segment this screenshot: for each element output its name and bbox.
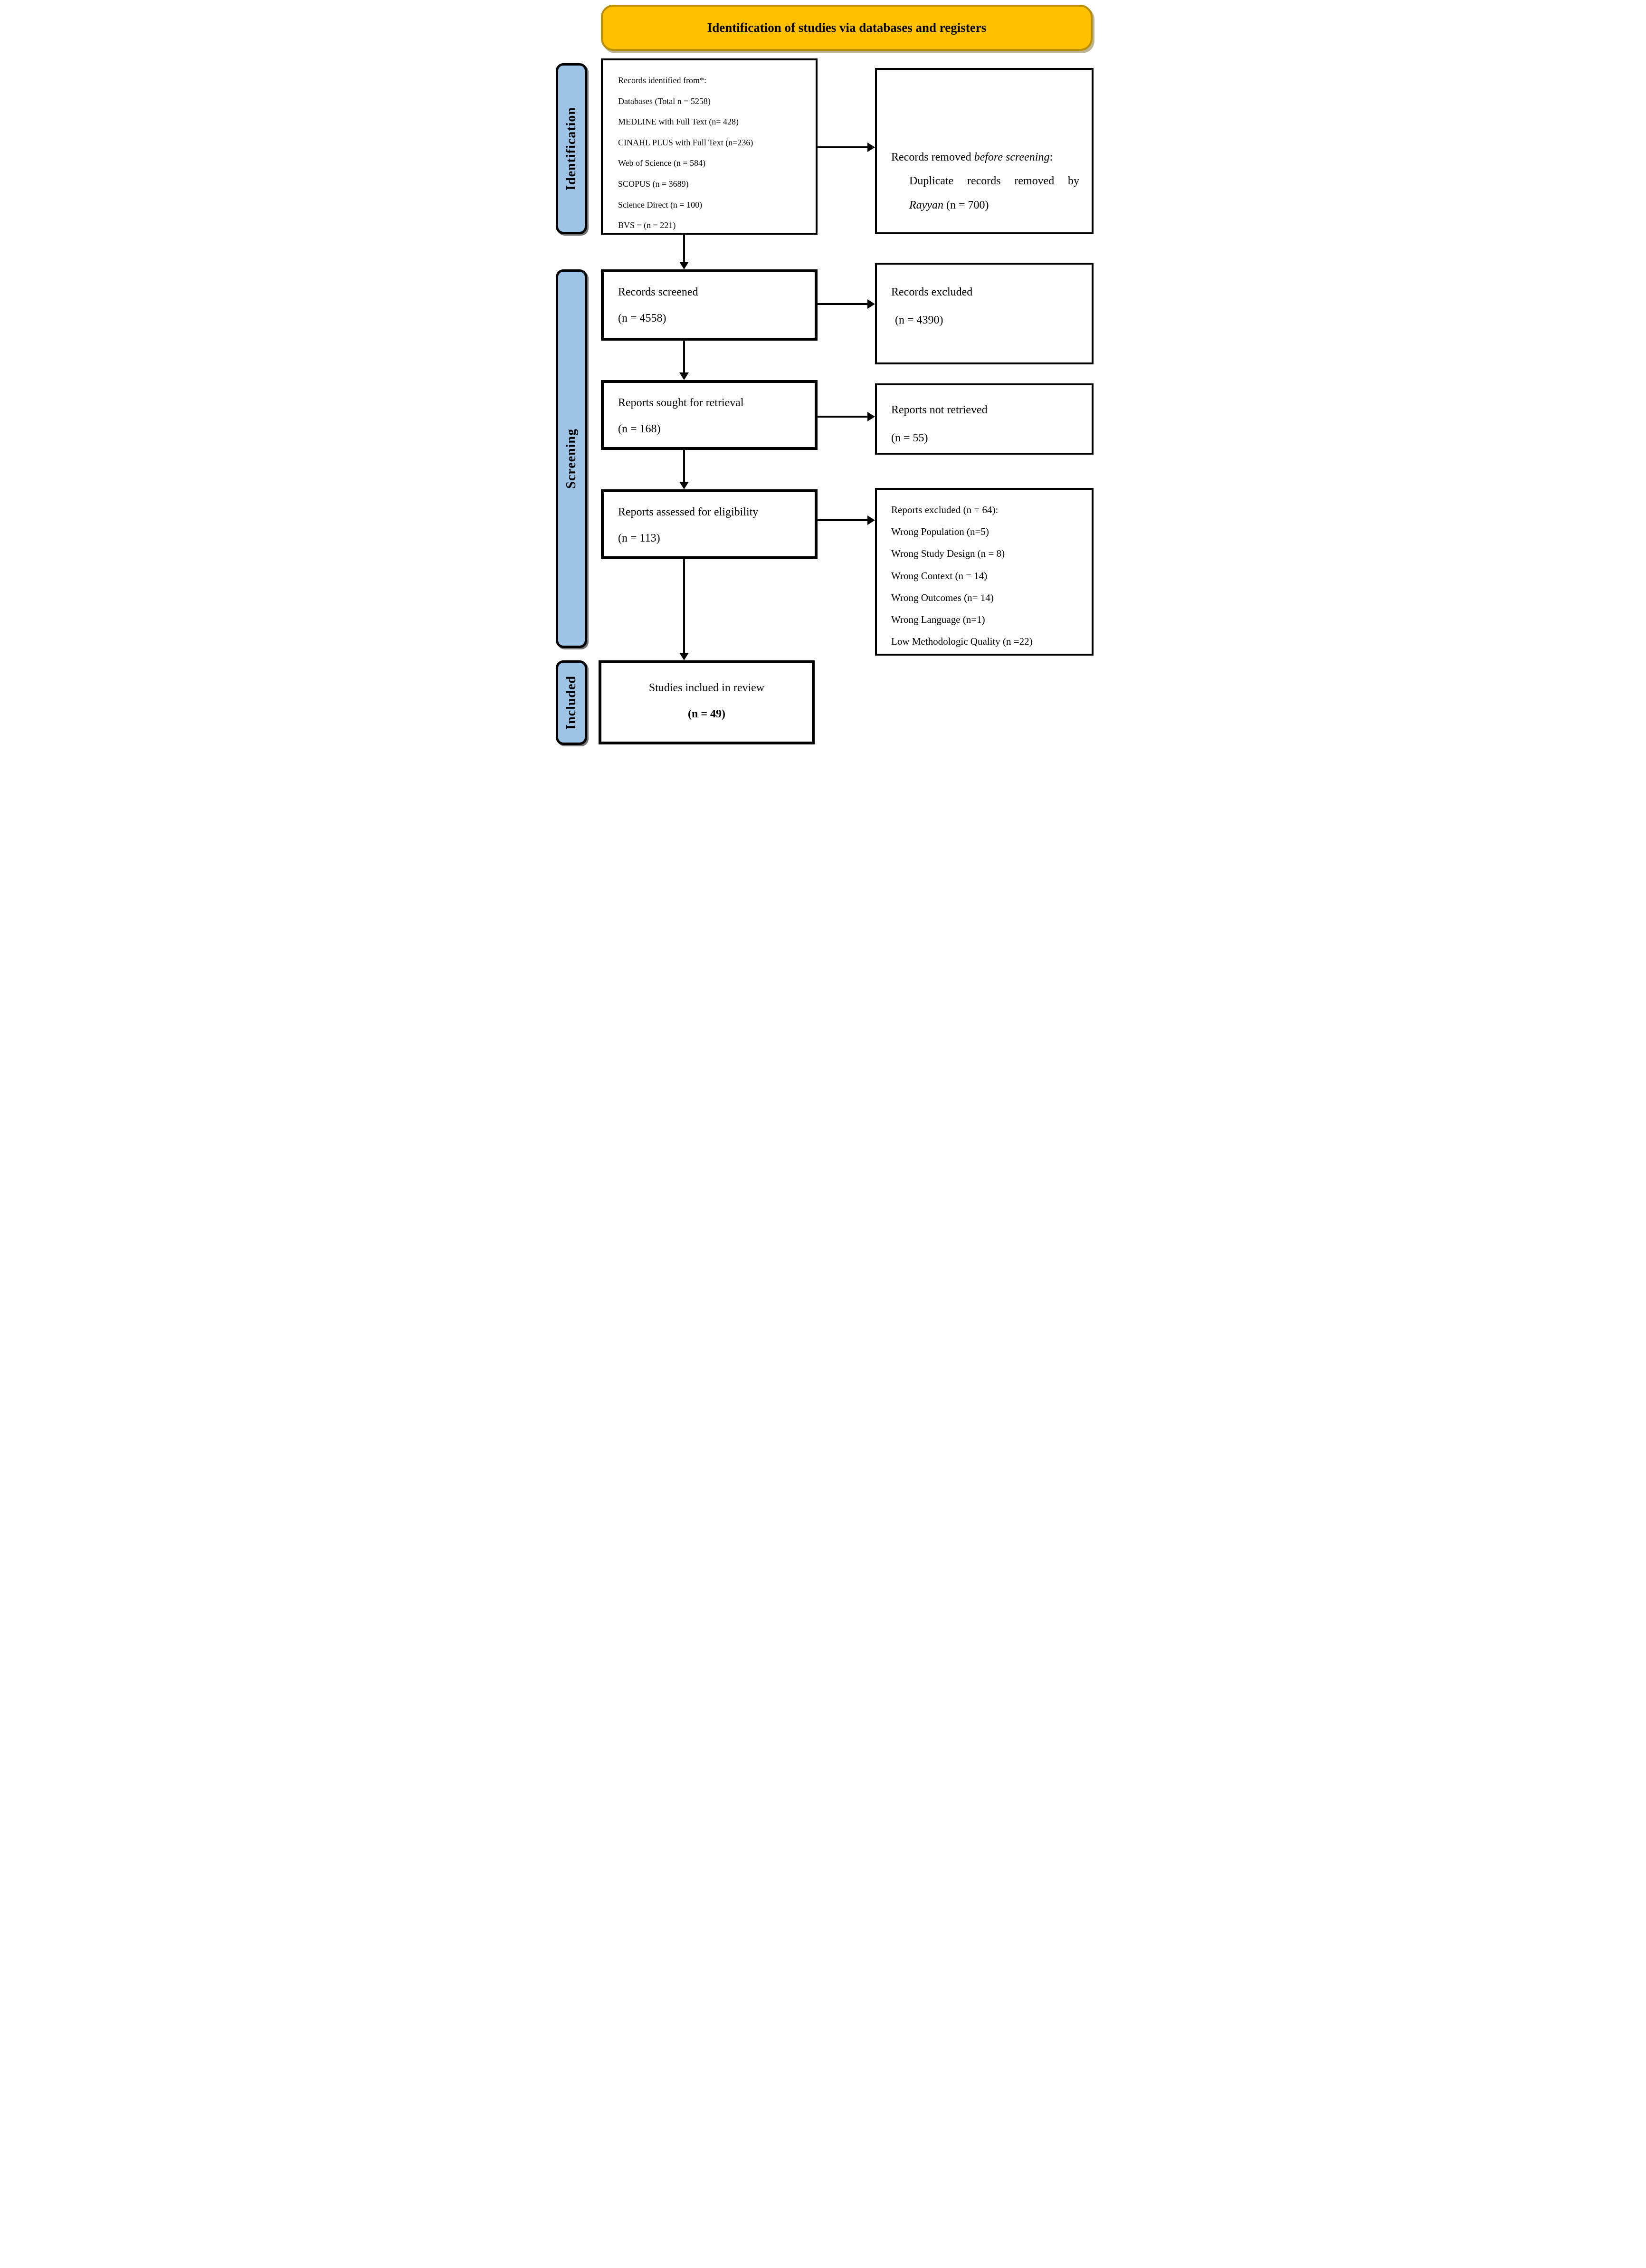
records-identified-line: Web of Science (n = 584) (618, 158, 706, 168)
studies-included-box: Studies inclued in review (n = 49) (599, 660, 815, 744)
arrow-sought-to-assessed-line (683, 449, 685, 482)
stage-included: Included (556, 660, 587, 745)
reports-not-retrieved-box: Reports not retrieved (n = 55) (875, 383, 1094, 455)
rayyan-name: Rayyan (909, 199, 943, 212)
reports-not-retrieved-count: (n = 55) (891, 431, 928, 444)
records-identified-line: CINAHL PLUS with Full Text (n=236) (618, 137, 753, 147)
reports-assessed-count: (n = 113) (618, 532, 660, 544)
banner-identification-via-databases: Identification of studies via databases … (601, 5, 1093, 51)
records-excluded-box: Records excluded (n = 4390) (875, 263, 1094, 364)
reports-excluded-box: Reports excluded (n = 64): Wrong Populat… (875, 488, 1094, 656)
reports-sought-count: (n = 168) (618, 422, 661, 435)
prisma-flow-diagram: Identification of studies via databases … (549, 0, 1097, 756)
reports-excluded-line: Wrong Study Design (n = 8) (891, 548, 1005, 560)
rayyan-count-line: Rayyan (n = 700) (909, 199, 1079, 212)
records-screened-count: (n = 4558) (618, 312, 666, 324)
stage-identification: Identification (556, 63, 587, 234)
rayyan-count: (n = 700) (943, 199, 989, 212)
records-removed-title-italic: before screening (974, 151, 1050, 163)
arrow-sought-to-assessed-head-icon (679, 482, 689, 489)
studies-included-title: Studies inclued in review (648, 682, 765, 694)
stage-screening: Screening (556, 269, 587, 648)
duplicates-removed-line: Duplicate records removed by (909, 175, 1079, 188)
arrow-assessed-to-reports-excluded-line (818, 519, 868, 521)
reports-excluded-line: Wrong Context (n = 14) (891, 570, 988, 581)
arrow-identified-to-screened-head-icon (679, 262, 689, 269)
records-identified-line: BVS = (n = 221) (618, 220, 676, 230)
arrow-screened-to-sought-head-icon (679, 372, 689, 380)
reports-excluded-line: Wrong Outcomes (n= 14) (891, 591, 994, 603)
arrow-screened-to-excluded-head-icon (867, 299, 875, 309)
records-screened-title: Records screened (618, 286, 698, 298)
records-excluded-title: Records excluded (891, 286, 973, 298)
arrow-assessed-to-reports-excluded-head-icon (867, 515, 875, 525)
banner-title: Identification of studies via databases … (707, 20, 987, 35)
arrow-sought-to-not-retrieved-line (818, 416, 868, 418)
records-identified-line: MEDLINE with Full Text (n= 428) (618, 117, 739, 127)
reports-excluded-line: Wrong Language (n=1) (891, 613, 985, 625)
records-removed-box: Records removed before screening: Duplic… (875, 68, 1094, 234)
arrow-identified-to-screened-line (683, 233, 685, 262)
records-removed-title-suffix: : (1049, 151, 1053, 163)
reports-excluded-line: Reports excluded (n = 64): (891, 504, 999, 515)
arrow-sought-to-not-retrieved-head-icon (867, 412, 875, 421)
records-screened-box: Records screened (n = 4558) (601, 269, 818, 341)
stage-included-label: Included (564, 676, 579, 730)
records-excluded-count: (n = 4390) (895, 314, 943, 326)
arrow-screened-to-sought-line (683, 340, 685, 373)
reports-assessed-box: Reports assessed for eligibility (n = 11… (601, 489, 818, 559)
reports-not-retrieved-title: Reports not retrieved (891, 404, 988, 416)
arrow-assessed-to-included-head-icon (679, 653, 689, 660)
records-identified-line: Science Direct (n = 100) (618, 200, 703, 210)
reports-sought-title: Reports sought for retrieval (618, 397, 744, 409)
reports-sought-box: Reports sought for retrieval (n = 168) (601, 380, 818, 450)
records-identified-box: Records identified from*: Databases (Tot… (601, 58, 818, 235)
reports-excluded-line: Low Methodologic Quality (n =22) (891, 636, 1033, 648)
arrow-screened-to-excluded-line (818, 303, 868, 305)
records-removed-title-prefix: Records removed (891, 151, 974, 163)
records-identified-line: Records identified from*: (618, 76, 706, 85)
reports-assessed-title: Reports assessed for eligibility (618, 506, 759, 518)
records-identified-line: SCOPUS (n = 3689) (618, 179, 689, 189)
studies-included-count: (n = 49) (687, 707, 725, 720)
records-removed-title: Records removed before screening: (891, 151, 1079, 164)
stage-screening-label: Screening (564, 429, 579, 489)
records-identified-line: Databases (Total n = 5258) (618, 96, 711, 106)
arrow-identified-to-removed-head-icon (867, 143, 875, 152)
reports-excluded-line: Wrong Population (n=5) (891, 526, 989, 538)
stage-identification-label: Identification (564, 107, 579, 191)
arrow-identified-to-removed-line (818, 146, 868, 148)
arrow-assessed-to-included-line (683, 558, 685, 653)
